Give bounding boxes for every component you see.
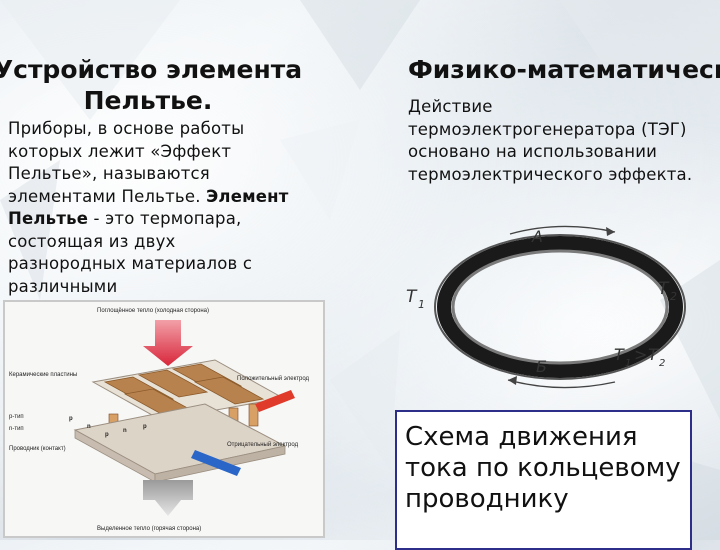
rel-t1: T <box>614 345 625 364</box>
t1-left-label: T 1 <box>406 287 425 311</box>
label-b: Б <box>536 357 547 376</box>
rel-sub1: 1 <box>625 358 631 369</box>
t1-sub: 1 <box>418 298 425 311</box>
rel-t2: T <box>648 345 659 364</box>
bottom-current-arrow <box>508 380 615 388</box>
p-mark-1: p <box>69 416 73 422</box>
ring-conductor-diagram: А Б T 1 T 2 T 1 > T 2 <box>400 212 712 390</box>
top-current-arrow <box>510 226 615 234</box>
left-title: Устройство элемента Пельтье. <box>0 54 304 116</box>
heat-in-arrow <box>143 320 193 366</box>
n-mark-1: n <box>87 424 91 430</box>
t1-symbol: T <box>406 287 418 307</box>
bottom-heat-label: Выделенное тепло (горячая сторона) <box>97 526 201 532</box>
right-title: Физико-математическая модель. <box>408 54 720 85</box>
positive-label: Положительный электрод <box>237 375 310 382</box>
peltier-element-diagram: Поглощённое тепло (холодная сторона) p n… <box>3 300 325 538</box>
t2-sub: 2 <box>670 290 677 303</box>
top-heat-label: Поглощённое тепло (холодная сторона) <box>97 308 209 314</box>
label-a: А <box>531 227 543 246</box>
n-mark-2: n <box>123 428 127 434</box>
p-type-label: p-тип <box>9 414 24 420</box>
t2-symbol: T <box>658 279 670 299</box>
n-type-label: n-тип <box>9 426 24 432</box>
ceramic-label: Керамические пластины <box>9 372 77 378</box>
rel-sub2: 2 <box>659 358 665 369</box>
right-text: Действие термоэлектрогенератора (ТЭГ) ос… <box>408 96 698 186</box>
p-mark-2: p <box>105 432 109 438</box>
p-mark-3: p <box>143 424 147 430</box>
negative-label: Отрицательный электрод <box>227 441 299 448</box>
conductor-label: Проводник (контакт) <box>9 446 66 452</box>
rel-sign: > <box>634 345 647 364</box>
left-text: Приборы, в основе работы которых лежит «… <box>8 118 298 304</box>
caption-box: Схема движения тока по кольцевому провод… <box>395 410 692 550</box>
heat-out-arrow <box>143 480 193 516</box>
